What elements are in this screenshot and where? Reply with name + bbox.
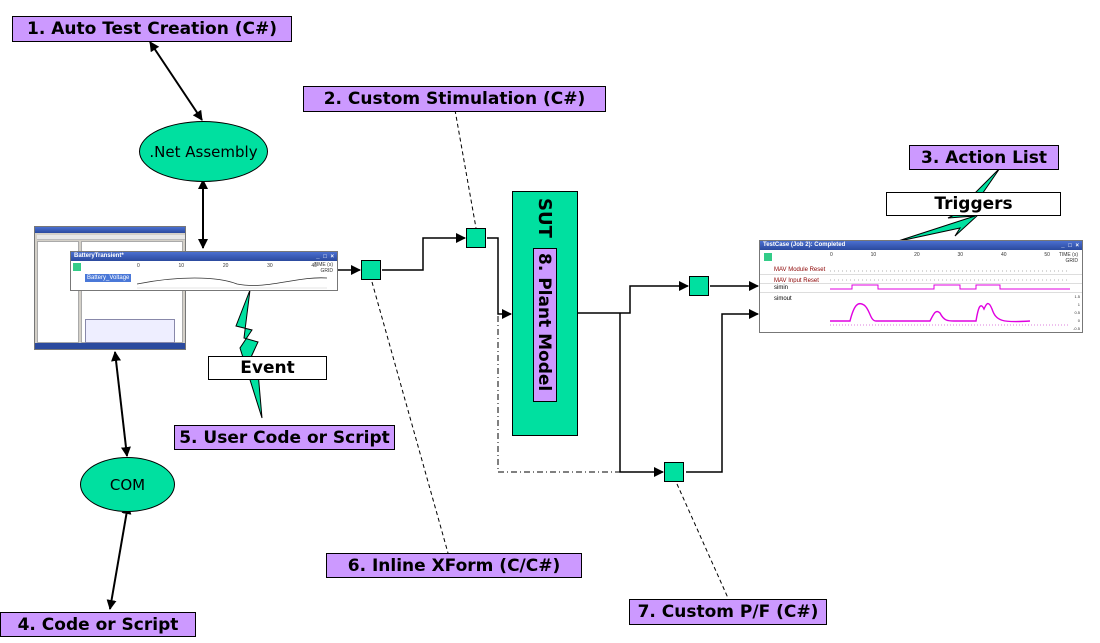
label-action-list: 3. Action List (909, 145, 1059, 170)
battery-window-titlebar: BatteryTransient* _ □ × (71, 252, 337, 261)
testcase-waveforms (830, 270, 1070, 326)
flow-node1-to-node2 (382, 233, 466, 271)
label-custom-pf: 7. Custom P/F (C#) (629, 599, 827, 625)
flow-node4-to-testcase (686, 309, 759, 473)
label-triggers: Triggers (886, 192, 1061, 216)
dash-customstim-node2 (454, 109, 477, 229)
signal-mav-module-reset: MAV Module Reset (774, 267, 826, 273)
app-titlebar (35, 227, 185, 233)
label-event: Event (208, 356, 327, 380)
pf-node-4 (664, 462, 684, 482)
signal-mav-input-reset: MAV Input Reset (774, 278, 819, 284)
flow-sut-to-node4 (619, 313, 664, 477)
label-plant-model: 8. Plant Model (533, 248, 557, 402)
arrow-autotest-netassembly (149, 41, 203, 121)
battery-transient-window: BatteryTransient* _ □ × Battery_Voltage … (70, 251, 338, 291)
battery-waveform (137, 277, 327, 289)
flow-node2-to-sut (487, 237, 512, 319)
xform-node-1 (361, 260, 381, 280)
arrow-app-com (111, 351, 131, 457)
stim-node-2 (466, 228, 486, 248)
flow-sut-to-node3 (578, 281, 689, 314)
dash-node4-custompf (676, 483, 729, 599)
output-node-3 (689, 276, 709, 296)
battery-signal-label: Battery_Voltage (85, 274, 131, 282)
sut-label: SUT (534, 198, 555, 238)
label-custom-stimulation: 2. Custom Stimulation (C#) (303, 86, 606, 112)
signal-simout: simout (774, 296, 792, 302)
dashdot-sut-node4 (497, 316, 663, 473)
event-lightning-icon (235, 289, 263, 419)
net-assembly-ellipse: .Net Assembly (139, 121, 268, 182)
signal-simin: simin (774, 285, 789, 291)
com-ellipse: COM (80, 457, 175, 512)
label-user-code-or-script: 5. User Code or Script (174, 425, 395, 450)
testcase-window-titlebar: TestCase (Job 2): Completed _ □ × (760, 241, 1082, 250)
label-auto-test-creation: 1. Auto Test Creation (C#) (12, 16, 292, 42)
arrow-com-code (106, 504, 132, 610)
dash-node1-inline (371, 281, 449, 554)
label-inline-xform: 6. Inline XForm (C/C#) (326, 553, 582, 578)
label-code-or-script: 4. Code or Script (0, 612, 196, 637)
